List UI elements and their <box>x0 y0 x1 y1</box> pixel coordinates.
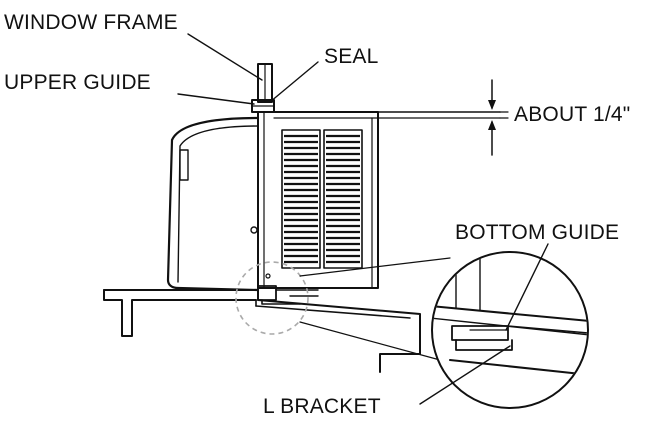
dimension-marker <box>488 79 509 156</box>
label-l-bracket: L BRACKET <box>263 395 381 418</box>
bottom-guide-small <box>257 285 319 305</box>
zoom-leaders <box>299 257 451 361</box>
label-seal: SEAL <box>324 45 379 68</box>
label-window-frame: WINDOW FRAME <box>4 11 178 34</box>
label-upper-guide: UPPER GUIDE <box>4 71 151 94</box>
window-frame <box>257 63 273 103</box>
zoom-detail <box>431 251 589 409</box>
ac-unit-cabinet <box>257 111 379 289</box>
ac-unit-front <box>166 116 260 292</box>
detail-callout-circle <box>235 261 309 335</box>
louver-slats <box>284 134 360 264</box>
label-bottom-guide: BOTTOM GUIDE <box>455 221 620 244</box>
label-leaders <box>177 33 549 405</box>
screws <box>250 226 271 279</box>
label-about-quarter-inch: ABOUT 1/4" <box>514 103 631 126</box>
